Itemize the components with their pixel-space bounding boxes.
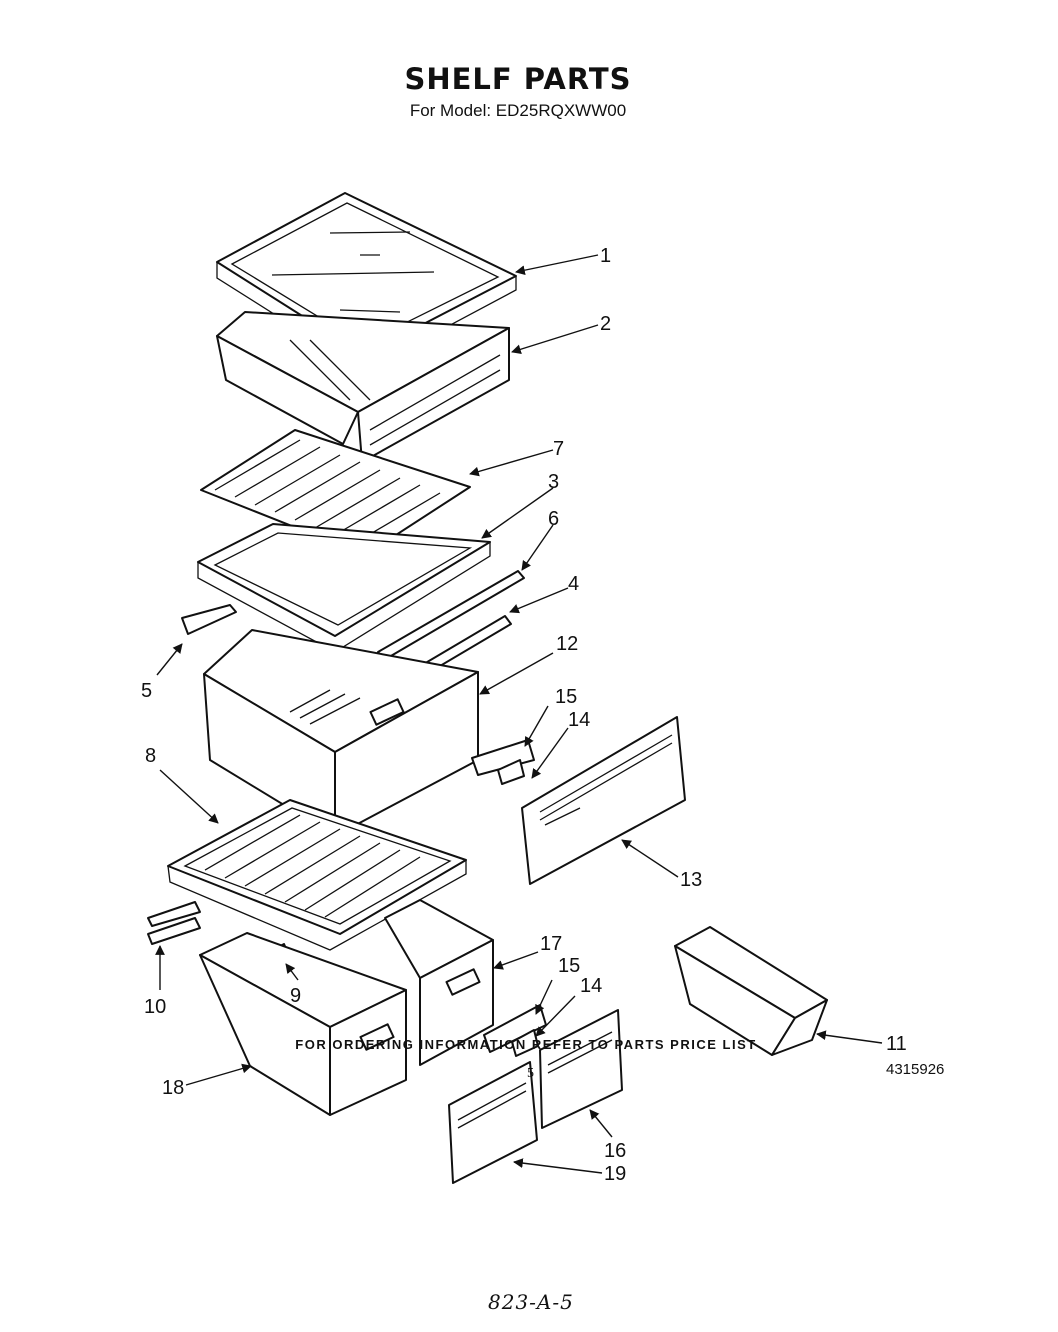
part-18-drawer xyxy=(199,932,407,1116)
part-13-drawer-front xyxy=(521,716,686,885)
callout-labels: 1 2 7 3 6 4 12 5 15 14 8 13 17 15 14 10 … xyxy=(141,245,907,1185)
callout-13: 13 xyxy=(680,869,702,891)
part-2-shelf-frame xyxy=(216,311,510,463)
callout-11: 11 xyxy=(886,1033,907,1055)
callout-17: 17 xyxy=(540,933,562,955)
callout-19: 19 xyxy=(604,1163,626,1185)
callout-5: 5 xyxy=(141,680,152,702)
callout-15-lower: 15 xyxy=(558,955,580,977)
part-14-upper-clip xyxy=(497,759,525,785)
document-number: 4315926 xyxy=(886,1061,945,1078)
callout-4: 4 xyxy=(568,573,579,595)
callout-1: 1 xyxy=(600,245,611,267)
callout-10: 10 xyxy=(144,996,166,1018)
callout-8: 8 xyxy=(145,745,156,767)
leader-lines xyxy=(155,254,883,1174)
callout-2: 2 xyxy=(600,313,611,335)
part-3-crisper-cover-frame xyxy=(197,523,491,653)
callout-12: 12 xyxy=(556,633,578,655)
callout-18: 18 xyxy=(162,1077,184,1099)
part-11-door-bin xyxy=(674,926,828,1056)
page-number: 5 xyxy=(527,1066,534,1081)
ordering-note: FOR ORDERING INFORMATION REFER TO PARTS … xyxy=(295,1037,757,1052)
part-17-drawer xyxy=(384,899,494,1066)
part-15-upper-slide xyxy=(471,739,535,776)
part-10-rails xyxy=(147,901,201,945)
callout-14-upper: 14 xyxy=(568,709,590,731)
callout-16: 16 xyxy=(604,1140,626,1162)
callout-15-upper: 15 xyxy=(555,686,577,708)
part-16-drawer-front xyxy=(539,1009,623,1129)
callout-9: 9 xyxy=(290,985,301,1007)
callout-7: 7 xyxy=(553,438,564,460)
part-8-lower-shelf xyxy=(167,799,467,951)
model-subtitle: For Model: ED25RQXWW00 xyxy=(409,101,627,120)
callout-6: 6 xyxy=(548,508,559,530)
part-5-rail xyxy=(181,604,237,635)
part-14-lower-clip xyxy=(511,1029,539,1057)
part-19-drawer-front xyxy=(448,1061,538,1184)
page-title: SHELF PARTS xyxy=(404,62,632,96)
part-12-crisper-drawer xyxy=(203,629,479,837)
reference-code: 823-A-5 xyxy=(488,1290,574,1314)
callout-3: 3 xyxy=(548,471,559,493)
callout-14-lower: 14 xyxy=(580,975,602,997)
